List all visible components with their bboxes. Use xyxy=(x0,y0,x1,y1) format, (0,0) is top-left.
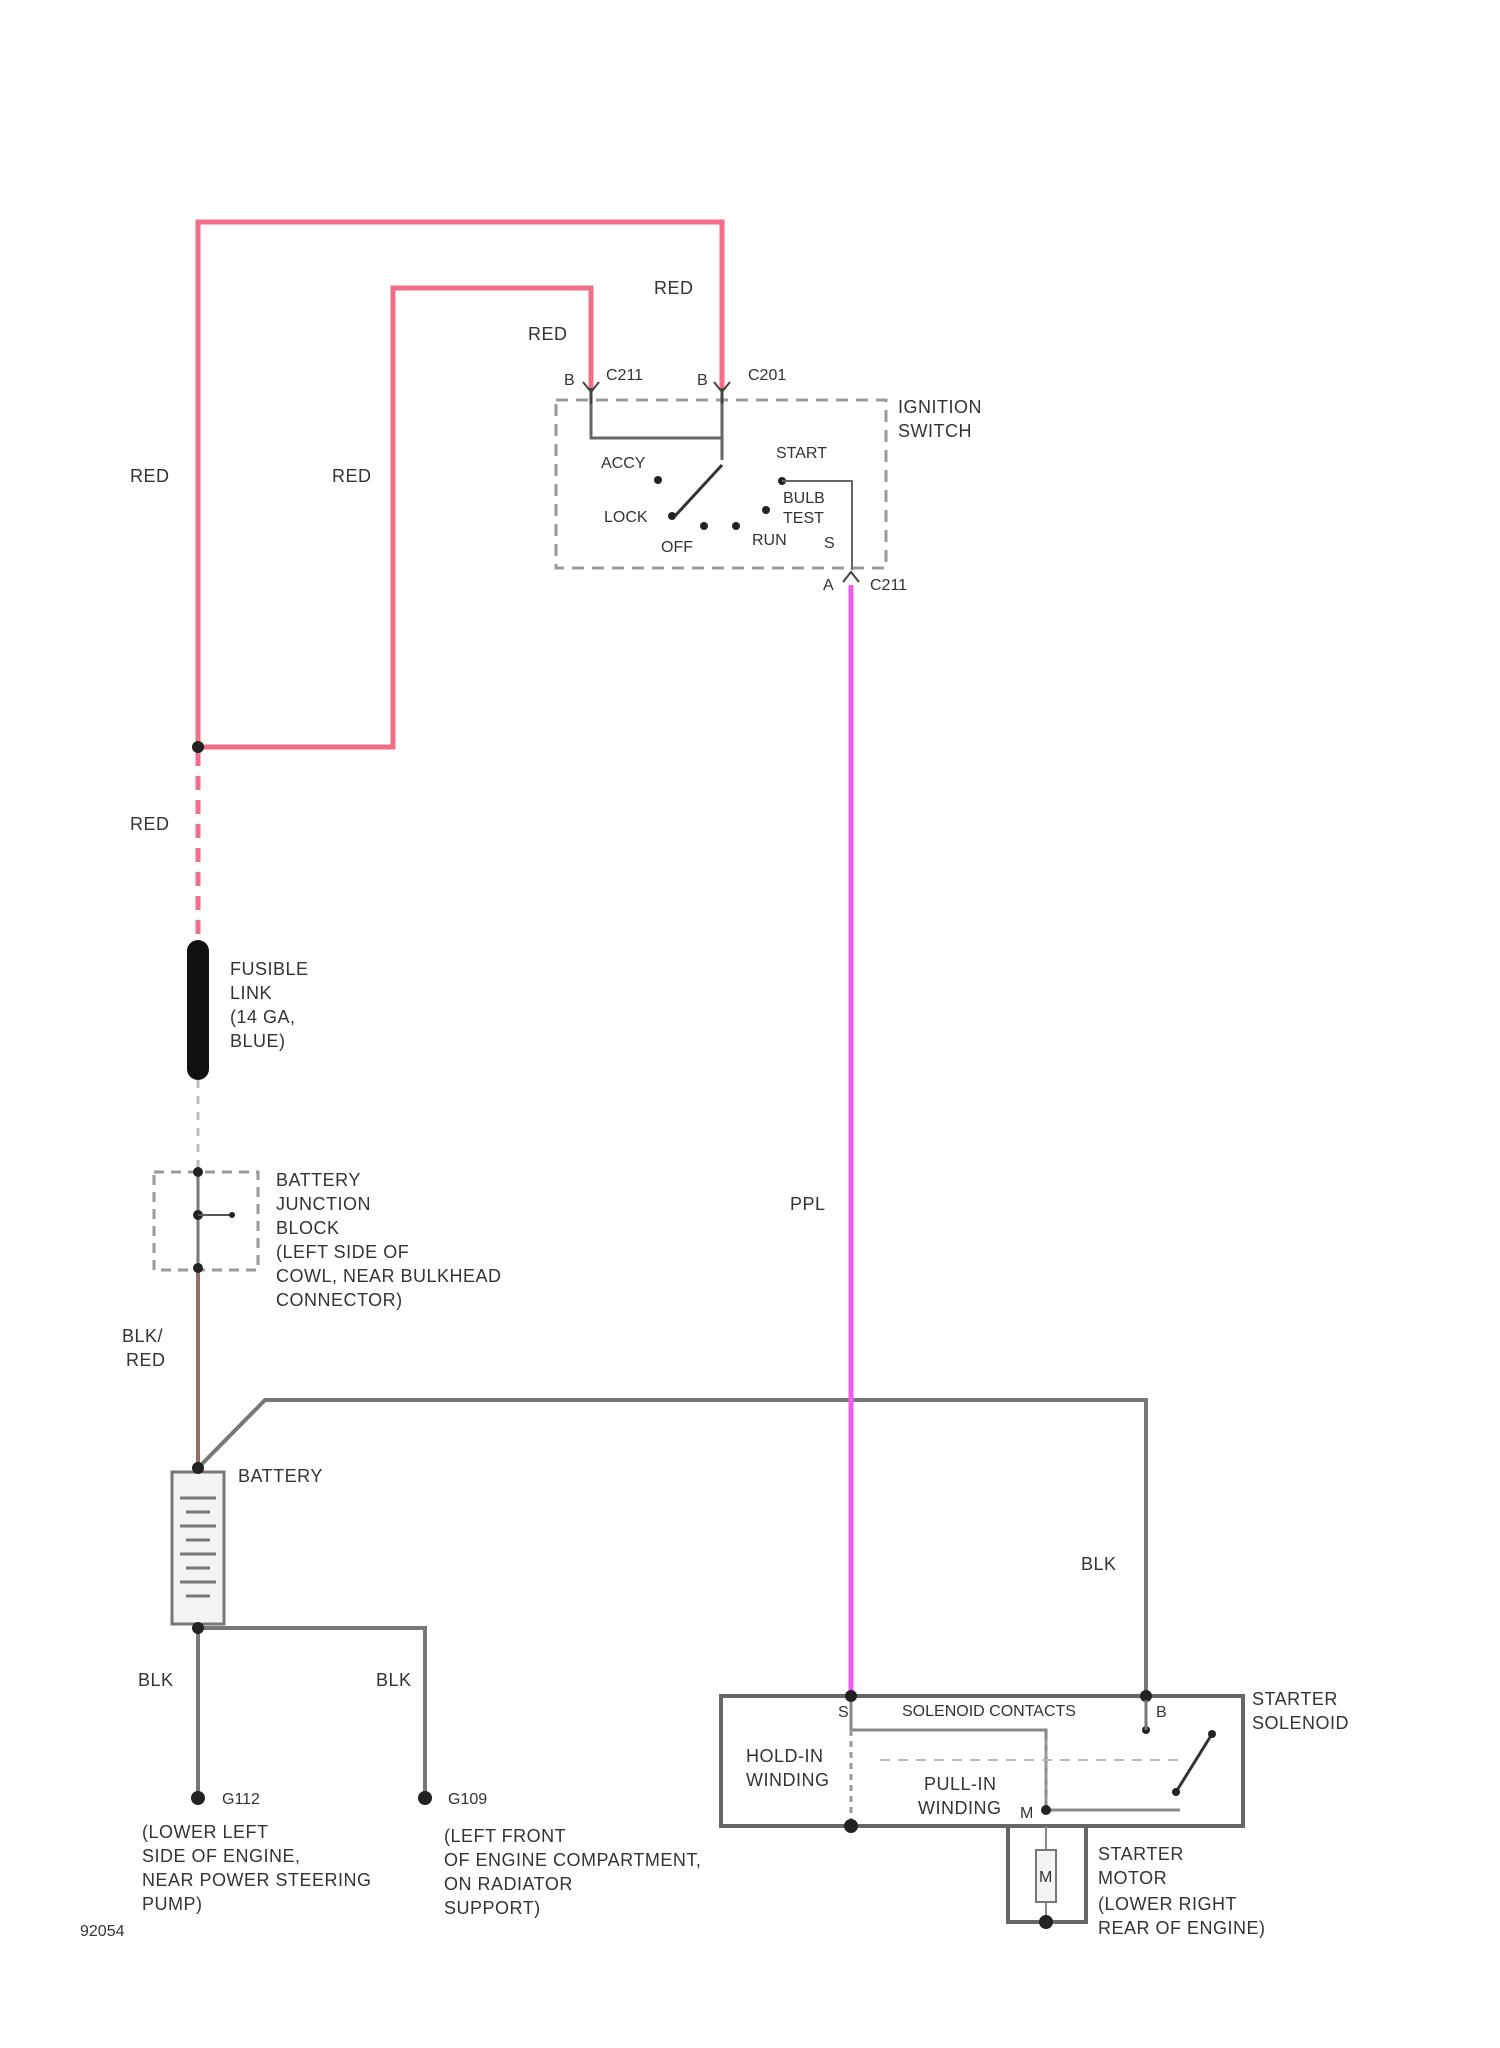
starter-motor-line3: (LOWER RIGHT xyxy=(1098,1894,1237,1914)
starter-solenoid: S B SOLENOID CONTACTS HOLD-IN WINDING PU… xyxy=(721,1689,1349,1833)
solenoid-contact-switch xyxy=(1176,1734,1212,1792)
battery-symbol xyxy=(172,1472,224,1624)
switch-contact-accy xyxy=(654,476,662,484)
battery-label: BATTERY xyxy=(238,1466,323,1486)
solenoid-pin-b: B xyxy=(1156,1704,1167,1721)
wire-label-red-inner: RED xyxy=(528,324,568,344)
fusible-link-line1: FUSIBLE xyxy=(230,959,309,979)
junction-line4: (LEFT SIDE OF xyxy=(276,1242,409,1262)
wire-label-ppl: PPL xyxy=(790,1194,826,1214)
ground-g112-line1: (LOWER LEFT xyxy=(142,1822,269,1842)
ground-g109-line3: ON RADIATOR xyxy=(444,1874,573,1894)
fusible-link-symbol xyxy=(187,940,209,1080)
ignition-pin-right: B xyxy=(697,372,708,389)
solenoid-label-2: SOLENOID xyxy=(1252,1713,1349,1733)
red-wire-outer xyxy=(198,222,722,747)
wire-label-blk-red-1: BLK/ xyxy=(122,1326,163,1346)
junction-line2: JUNCTION xyxy=(276,1194,371,1214)
battery-junction-block: BATTERY JUNCTION BLOCK (LEFT SIDE OF COW… xyxy=(154,1167,502,1310)
junction-line1: BATTERY xyxy=(276,1170,361,1190)
fusible-link-line2: LINK xyxy=(230,983,272,1003)
ground-g109-line4: SUPPORT) xyxy=(444,1898,541,1918)
junction-block-dashed-box xyxy=(154,1172,258,1270)
wire-label-blk-red-2: RED xyxy=(126,1350,166,1370)
solenoid-hold-2: WINDING xyxy=(746,1770,830,1790)
fusible-link-line4: BLUE) xyxy=(230,1031,286,1051)
wire-label-blk-top-right: BLK xyxy=(1081,1554,1117,1574)
ground-g109: G109 (LEFT FRONT OF ENGINE COMPARTMENT, … xyxy=(418,1791,701,1918)
switch-contact-run xyxy=(732,522,740,530)
ground-g112-id: G112 xyxy=(222,1791,260,1808)
wire-label-red-lower: RED xyxy=(130,814,170,834)
solenoid-pin-m: M xyxy=(1020,1805,1033,1822)
red-wire-inner xyxy=(198,288,591,747)
wire-label-red-left-inner: RED xyxy=(332,466,372,486)
solenoid-pull-2: WINDING xyxy=(918,1798,1002,1818)
ignition-label-1: IGNITION xyxy=(898,397,982,417)
junction-line6: CONNECTOR) xyxy=(276,1290,403,1310)
wire-label-red-left-main: RED xyxy=(130,466,170,486)
ignition-pos-lock: LOCK xyxy=(604,509,648,526)
ground-g109-line2: OF ENGINE COMPARTMENT, xyxy=(444,1850,701,1870)
ground-g112-dot xyxy=(191,1791,205,1805)
solenoid-pin-s: S xyxy=(838,1704,849,1721)
switch-contact-bulb xyxy=(762,506,770,514)
junction-line5: COWL, NEAR BULKHEAD xyxy=(276,1266,502,1286)
ignition-pin-s: S xyxy=(824,535,835,552)
switch-contact-lock xyxy=(668,512,676,520)
switch-contact-off xyxy=(700,522,708,530)
ignition-pos-start: START xyxy=(776,445,827,462)
junction-line3: BLOCK xyxy=(276,1218,340,1238)
fusible-link: FUSIBLE LINK (14 GA, BLUE) xyxy=(187,940,309,1080)
ignition-connector-right: C201 xyxy=(748,367,786,384)
ignition-connector-left: C211 xyxy=(606,367,643,384)
ignition-pos-bulb-1: BULB xyxy=(783,490,825,507)
ground-g112-line3: NEAR POWER STEERING xyxy=(142,1870,372,1890)
starter-motor-line1: STARTER xyxy=(1098,1844,1184,1864)
solenoid-contacts-label: SOLENOID CONTACTS xyxy=(902,1703,1076,1720)
ignition-switch: B C211 B C201 IGNITION SWITCH ACCY LOCK … xyxy=(556,367,982,594)
ignition-pos-bulb-2: TEST xyxy=(783,510,824,527)
ignition-pin-bottom: A xyxy=(823,577,834,594)
starter-motor-line2: MOTOR xyxy=(1098,1868,1167,1888)
starter-motor-line4: REAR OF ENGINE) xyxy=(1098,1918,1266,1938)
ground-g112: G112 (LOWER LEFT SIDE OF ENGINE, NEAR PO… xyxy=(142,1791,372,1914)
ground-g109-dot xyxy=(418,1791,432,1805)
solenoid-hold-1: HOLD-IN xyxy=(746,1746,824,1766)
ignition-pos-off: OFF xyxy=(661,539,693,556)
ground-g109-line1: (LEFT FRONT xyxy=(444,1826,566,1846)
ignition-connector-bottom: C211 xyxy=(870,577,907,594)
solenoid-label-1: STARTER xyxy=(1252,1689,1338,1709)
wire-label-red-top: RED xyxy=(654,278,694,298)
starter-motor: M STARTER MOTOR (LOWER RIGHT REAR OF ENG… xyxy=(1008,1826,1266,1938)
ignition-pin-left: B xyxy=(564,372,575,389)
ignition-pos-run: RUN xyxy=(752,532,787,549)
battery: BATTERY xyxy=(172,1462,323,1634)
solenoid-pull-1: PULL-IN xyxy=(924,1774,997,1794)
blk-wire-battery-to-solenoid xyxy=(198,1400,1146,1696)
ignition-pos-accy: ACCY xyxy=(601,455,646,472)
starter-motor-symbol-label: M xyxy=(1039,1869,1052,1886)
red-splice-dot xyxy=(192,741,204,753)
ground-g109-id: G109 xyxy=(448,1791,487,1808)
wire-label-blk-mid: BLK xyxy=(376,1670,412,1690)
ground-g112-line4: PUMP) xyxy=(142,1894,203,1914)
ground-g112-line2: SIDE OF ENGINE, xyxy=(142,1846,301,1866)
ignition-label-2: SWITCH xyxy=(898,421,972,441)
blk-wire-ground-g109 xyxy=(198,1628,425,1798)
wire-label-blk-left: BLK xyxy=(138,1670,174,1690)
fusible-link-line3: (14 GA, xyxy=(230,1007,296,1027)
figure-id: 92054 xyxy=(80,1923,125,1940)
